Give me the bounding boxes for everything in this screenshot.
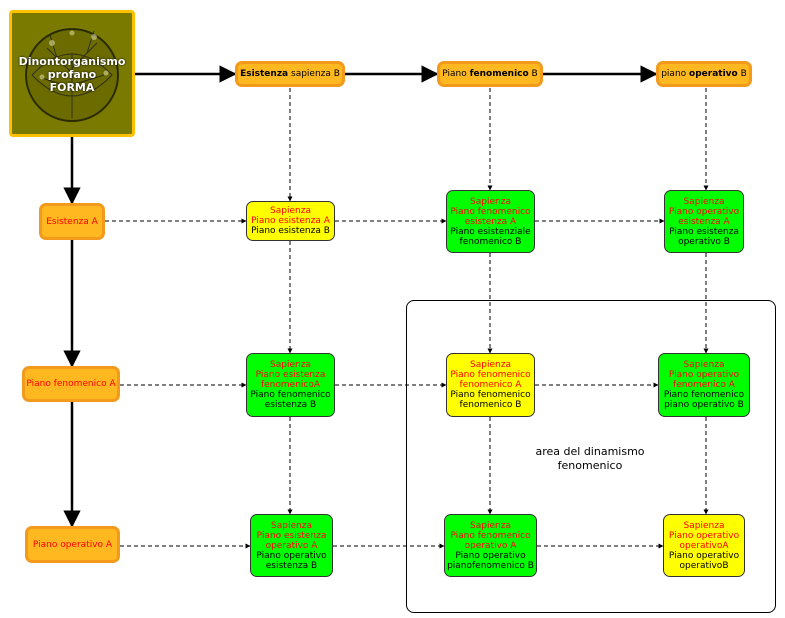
cell-esistenza-a-esistenza-b: Sapienza Piano esistenza A Piano esisten… <box>246 201 335 241</box>
cell-fenomenico-a-fenomenico-b: Sapienza Piano fenomenico fenomenico A P… <box>446 353 535 417</box>
origin-title-line2: profano <box>47 68 97 81</box>
cell-operativo-a-fenomenico-b: Sapienza Piano fenomenico operativo A Pi… <box>444 514 537 577</box>
dynamic-area-frame <box>406 300 776 613</box>
row-operativo-a: Piano operativo A <box>25 526 120 563</box>
cell-operativo-a-esistenza-b: Sapienza Piano esistenza operativo A Pia… <box>250 514 333 577</box>
row-fenomenico-a: Piano fenomenico A <box>22 366 120 402</box>
origin-title-line1: Dinontorganismo <box>18 55 126 68</box>
origin-title-line3: FORMA <box>49 81 95 94</box>
header-fenomenico-b: Piano fenomenico B <box>437 61 543 87</box>
cell-esistenza-a-fenomenico-b: Sapienza Piano fenomenico esistenza A Pi… <box>446 190 535 253</box>
origin-node: Dinontorganismo profano FORMA <box>9 10 135 137</box>
cell-fenomenico-a-operativo-b: Sapienza Piano operativo fenomenico A Pi… <box>658 353 750 417</box>
header-operativo-b: piano operativo B <box>656 61 752 87</box>
tree-emblem-icon <box>25 28 119 122</box>
cell-fenomenico-a-esistenza-b: Sapienza Piano esistenza fenomenicoA Pia… <box>246 353 335 417</box>
dynamic-area-label: area del dinamismo fenomenico <box>535 445 645 472</box>
cell-esistenza-a-operativo-b: Sapienza Piano operativo esistenza A Pia… <box>664 190 744 253</box>
header-esistenza-b: Esistenza sapienza B <box>235 61 345 87</box>
cell-operativo-a-operativo-b: Sapienza Piano operativo operativoA Pian… <box>663 514 745 577</box>
row-esistenza-a: Esistenza A <box>39 203 105 240</box>
